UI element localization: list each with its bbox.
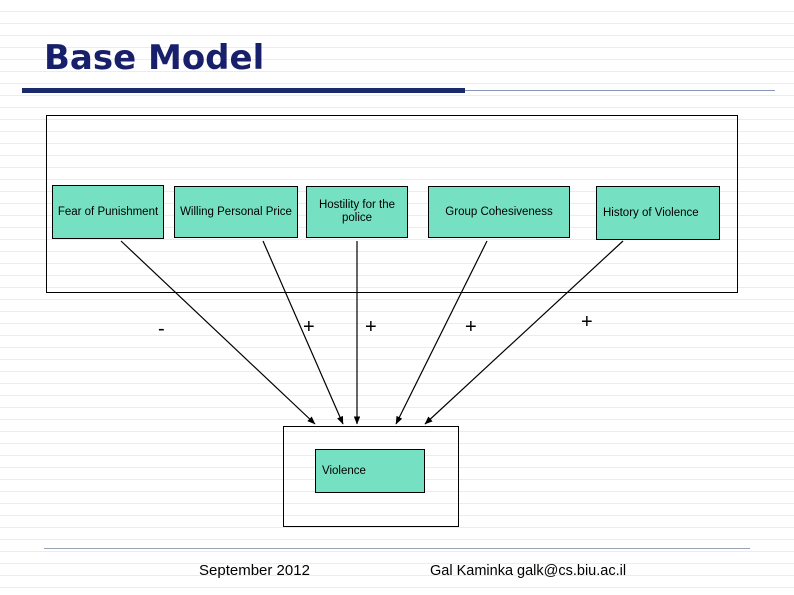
page-title: Base Model — [44, 38, 265, 78]
footer-divider — [44, 548, 750, 549]
factor-label: Group Cohesiveness — [445, 205, 553, 218]
sign-hostility-for-the-police: + — [365, 316, 377, 338]
factor-label: Hostility for the police — [318, 199, 396, 224]
outcome-container — [283, 426, 459, 527]
outcome-label: Violence — [322, 465, 366, 477]
sign-fear-of-punishment: - — [158, 318, 165, 340]
sign-history-of-violence: + — [581, 311, 593, 333]
footer-author: Gal Kaminka galk@cs.biu.ac.il — [430, 563, 627, 579]
factor-box-willing-personal-price[interactable]: Willing Personal Price — [174, 186, 298, 238]
sign-willing-personal-price: + — [303, 316, 315, 338]
factors-container — [46, 115, 738, 293]
factor-label: Fear of Punishment — [57, 205, 159, 218]
factor-label: History of Violence — [603, 206, 699, 219]
factor-box-group-cohesiveness[interactable]: Group Cohesiveness — [428, 186, 570, 238]
outcome-box-violence[interactable]: Violence — [315, 449, 425, 493]
sign-group-cohesiveness: + — [465, 316, 477, 338]
factor-box-history-of-violence[interactable]: History of Violence — [596, 186, 720, 240]
factor-label: Willing Personal Price — [180, 205, 292, 218]
footer-date: September 2012 — [199, 562, 310, 579]
factor-box-hostility-for-the-police[interactable]: Hostility for the police — [306, 186, 408, 238]
factor-box-fear-of-punishment[interactable]: Fear of Punishment — [52, 185, 164, 239]
title-underline-dark — [22, 88, 465, 93]
title-underline-light — [465, 90, 775, 91]
